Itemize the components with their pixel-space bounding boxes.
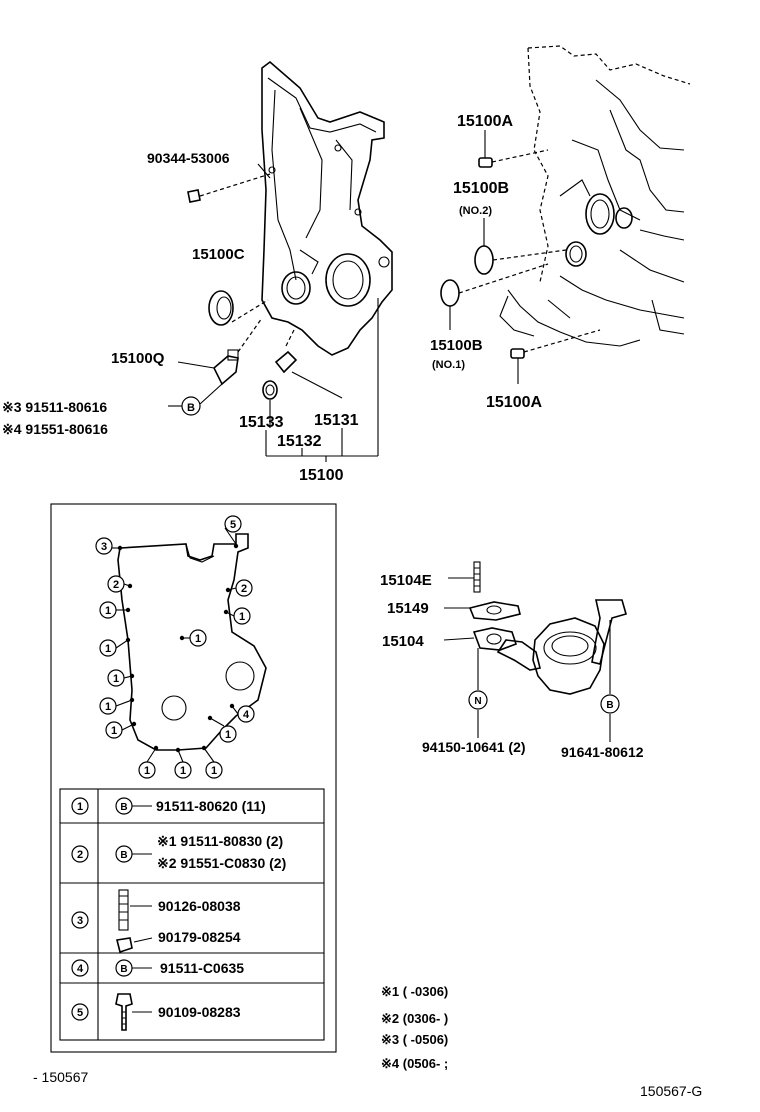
svg-text:1: 1 <box>111 725 117 737</box>
label-no1: (NO.1) <box>432 359 465 371</box>
nut-n-symbol: N <box>468 690 488 710</box>
callout-1: 1 <box>99 639 117 657</box>
diagram-code-right: 150567-G <box>640 1083 702 1099</box>
callout-4: 4 <box>237 705 255 723</box>
oil-seal-15100c-drawing <box>208 290 269 326</box>
label-15104e: 15104E <box>380 572 432 589</box>
label-15100b-bot: 15100B <box>430 337 483 354</box>
footnote-2: ※2 (0306- ) <box>381 1011 448 1026</box>
footnote-3: ※3 ( -0506) <box>381 1032 448 1047</box>
bolt-legend-box <box>50 503 337 1053</box>
diagram-code-left: - 150567 <box>33 1069 88 1085</box>
footnote-1: ※1 ( -0306) <box>381 984 448 999</box>
footnote-4: ※4 (0506- ; <box>381 1056 448 1071</box>
svg-text:90179-08254: 90179-08254 <box>158 929 241 945</box>
callout-3: 3 <box>95 537 113 555</box>
label-15100: 15100 <box>299 467 344 484</box>
svg-text:91511-80620 (11): 91511-80620 (11) <box>156 798 266 814</box>
label-15133: 15133 <box>239 414 284 431</box>
svg-text:B: B <box>606 700 613 711</box>
svg-text:1: 1 <box>180 765 186 777</box>
legend-row-5: 5 90109-08283 <box>71 993 241 1031</box>
svg-text:B: B <box>120 802 127 813</box>
label-no2: (NO.2) <box>459 205 492 217</box>
label-15100a-top: 15100A <box>457 113 513 130</box>
bolt-b-symbol: B <box>168 383 223 416</box>
label-90344-53006: 90344-53006 <box>147 150 230 166</box>
label-91511-80616: ※3 91511-80616 <box>2 399 107 415</box>
svg-text:B: B <box>120 964 127 975</box>
callout-1: 1 <box>105 721 123 739</box>
svg-text:1: 1 <box>144 765 150 777</box>
dowel-15100a-bottom-drawing <box>510 329 601 384</box>
svg-text:1: 1 <box>225 729 231 741</box>
label-15104: 15104 <box>382 633 424 650</box>
label-15100a-bot: 15100A <box>486 394 542 411</box>
callout-1: 1 <box>189 629 207 647</box>
svg-text:※2 91551-C0830 (2): ※2 91551-C0830 (2) <box>157 855 286 871</box>
callout-1: 1 <box>107 669 125 687</box>
timing-chain-cover-drawing <box>261 60 393 356</box>
label-15100c: 15100C <box>192 246 245 263</box>
callout-1: 1 <box>233 607 251 625</box>
label-91551-80616: ※4 91551-80616 <box>2 421 108 437</box>
label-94150-10641: 94150-10641 (2) <box>422 739 526 755</box>
svg-text:5: 5 <box>77 1007 83 1019</box>
svg-text:5: 5 <box>230 519 236 531</box>
bolt-90344-drawing <box>187 163 271 203</box>
svg-text:※1 91511-80830 (2): ※1 91511-80830 (2) <box>157 833 283 849</box>
callout-5: 5 <box>224 515 242 533</box>
callout-1: 1 <box>138 761 156 779</box>
svg-text:N: N <box>474 696 481 707</box>
svg-text:1: 1 <box>105 605 111 617</box>
svg-text:1: 1 <box>113 673 119 685</box>
legend-callouts: 5 3 2 2 1 1 1 1 1 1 4 1 1 1 1 1 <box>95 515 255 779</box>
svg-text:1: 1 <box>211 765 217 777</box>
callout-1: 1 <box>174 761 192 779</box>
callout-1: 1 <box>99 601 117 619</box>
svg-text:90109-08283: 90109-08283 <box>158 1004 241 1020</box>
svg-text:3: 3 <box>77 915 83 927</box>
label-15131: 15131 <box>314 412 359 429</box>
engine-block-drawing <box>499 45 691 347</box>
dowel-15100a-top-drawing <box>478 130 549 168</box>
svg-text:1: 1 <box>77 801 83 813</box>
svg-text:2: 2 <box>77 849 83 861</box>
svg-text:90126-08038: 90126-08038 <box>158 898 241 914</box>
assembly-bracket <box>265 298 379 462</box>
svg-text:2: 2 <box>113 579 119 591</box>
oring-15100b-no1-drawing <box>440 263 549 330</box>
svg-text:B: B <box>120 850 127 861</box>
svg-text:1: 1 <box>195 633 201 645</box>
label-91641-80612: 91641-80612 <box>561 744 644 760</box>
svg-text:4: 4 <box>243 709 250 721</box>
label-15132: 15132 <box>277 433 322 450</box>
svg-text:1: 1 <box>105 701 111 713</box>
bolt-b-symbol-strainer: B <box>600 694 620 714</box>
sensor-15100q-drawing <box>177 317 263 386</box>
callout-1: 1 <box>219 725 237 743</box>
callout-2-left: 2 <box>107 575 125 593</box>
svg-text:1: 1 <box>239 611 245 623</box>
svg-text:91511-C0635: 91511-C0635 <box>160 960 244 976</box>
label-15100b-top: 15100B <box>453 180 509 197</box>
legend-row-1: 1 B 91511-80620 (11) <box>71 797 266 815</box>
plug-15131-drawing <box>262 329 343 428</box>
legend-row-3: 3 90126-08038 90179-08254 <box>71 889 241 954</box>
svg-text:2: 2 <box>241 583 247 595</box>
label-15100q: 15100Q <box>111 350 165 367</box>
oil-strainer-drawing <box>443 561 627 742</box>
callout-2-right: 2 <box>235 579 253 597</box>
svg-text:3: 3 <box>101 541 107 553</box>
legend-row-4: 4 B 91511-C0635 <box>71 959 244 977</box>
oring-15100b-no2-drawing <box>474 218 567 275</box>
legend-row-2: 2 B ※1 91511-80830 (2) ※2 91551-C0830 (2… <box>71 833 286 871</box>
svg-text:4: 4 <box>77 963 84 975</box>
svg-text:B: B <box>187 402 195 414</box>
callout-1: 1 <box>205 761 223 779</box>
callout-1: 1 <box>99 697 117 715</box>
label-15149: 15149 <box>387 600 429 617</box>
svg-text:1: 1 <box>105 643 111 655</box>
